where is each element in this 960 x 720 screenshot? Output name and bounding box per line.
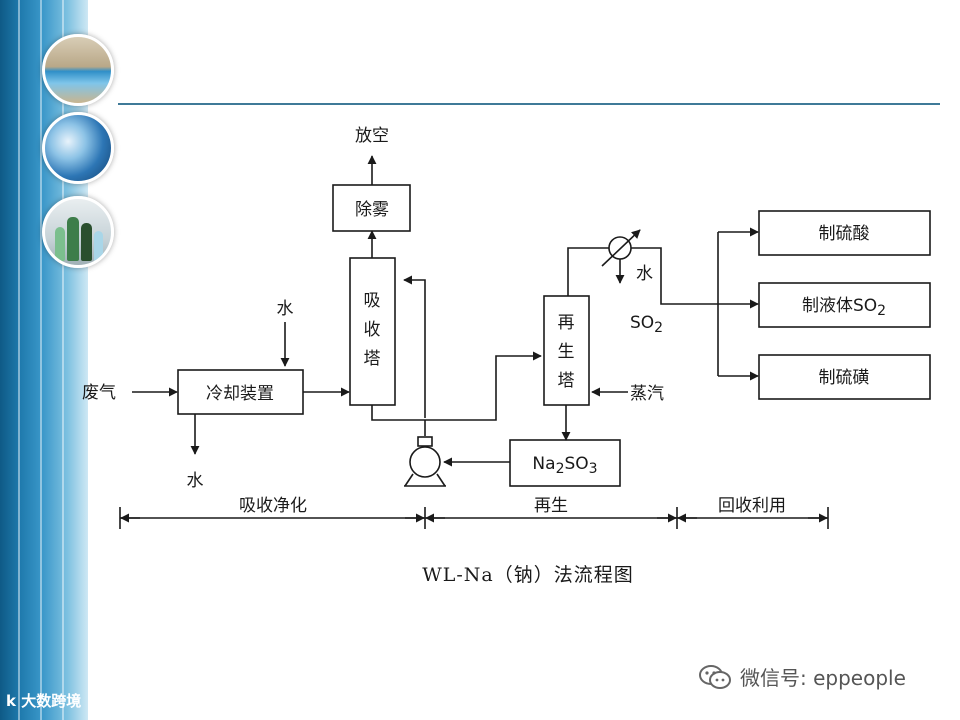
stage-absorption-label: 吸收净化 (239, 496, 307, 516)
water-in-label: 水 (277, 299, 294, 319)
pump-icon-motor (417, 436, 433, 447)
thumbnail-bottles (42, 196, 114, 268)
condensate-water-label: 水 (636, 264, 653, 284)
pump-icon (409, 446, 441, 478)
demister-label: 除雾 (355, 200, 389, 220)
sidebar-stripe (18, 0, 20, 720)
stage-recovery-label: 回收利用 (718, 496, 786, 516)
sulfite-label: Na2SO3 (532, 454, 597, 477)
logo-mark-icon: k (6, 692, 16, 710)
cooler-box (177, 369, 304, 415)
regenerator-label-2: 生 (558, 342, 575, 362)
diagram-caption: WL-Na（钠）法流程图 (422, 564, 634, 586)
bottle-shape (55, 227, 65, 261)
regenerator-box (543, 295, 590, 406)
pump-icon-leg (404, 473, 414, 487)
footer-logo: k 大数跨境 (6, 690, 81, 711)
bottle-shape (81, 223, 92, 261)
sulfite-box (509, 439, 621, 487)
cooler-label: 冷却装置 (206, 384, 274, 404)
sidebar-stripe (40, 0, 42, 720)
condenser-icon (608, 236, 632, 260)
stage-regeneration-label: 再生 (534, 496, 568, 516)
wechat-icon (699, 664, 731, 689)
water-out-label: 水 (187, 471, 204, 491)
flow-regenerator-condenser (567, 247, 609, 296)
sulfur-box (758, 354, 931, 400)
demister-box (332, 184, 411, 232)
condenser-icon-arrow (601, 229, 641, 267)
regenerator-label-3: 塔 (558, 371, 575, 391)
sidebar-stripe (62, 0, 64, 720)
sulfur-label: 制硫磺 (819, 368, 870, 388)
regenerator-label-1: 再 (558, 313, 575, 333)
liquid-so2-label: 制液体SO2 (802, 296, 886, 319)
thumbnail-water-channel (42, 34, 114, 106)
bottle-shape (67, 217, 79, 261)
waste-gas-label: 废气 (82, 383, 116, 403)
flow-absorber-recycle (403, 275, 426, 418)
flow-absorber-regenerator (371, 351, 542, 421)
liquid-so2-box (758, 282, 931, 328)
bottle-shape (94, 231, 103, 261)
steam-label: 蒸汽 (630, 384, 664, 404)
vent-label: 放空 (355, 126, 389, 146)
wechat-watermark: 微信号: eppeople (698, 662, 906, 691)
absorber-box (349, 257, 396, 406)
acid-label: 制硫酸 (819, 224, 870, 244)
absorber-label-2: 收 (364, 320, 381, 340)
thumbnail-pipes (42, 112, 114, 184)
wechat-id-text: 微信号: eppeople (740, 666, 906, 690)
absorber-label-1: 吸 (364, 291, 381, 311)
logo-text: 大数跨境 (21, 692, 82, 710)
so2-label: SO2 (630, 313, 663, 336)
absorber-label-3: 塔 (364, 349, 381, 369)
acid-box (758, 210, 931, 256)
pump-icon-leg (436, 473, 446, 487)
flow-condenser-so2 (631, 247, 718, 305)
header-rule (118, 103, 940, 105)
